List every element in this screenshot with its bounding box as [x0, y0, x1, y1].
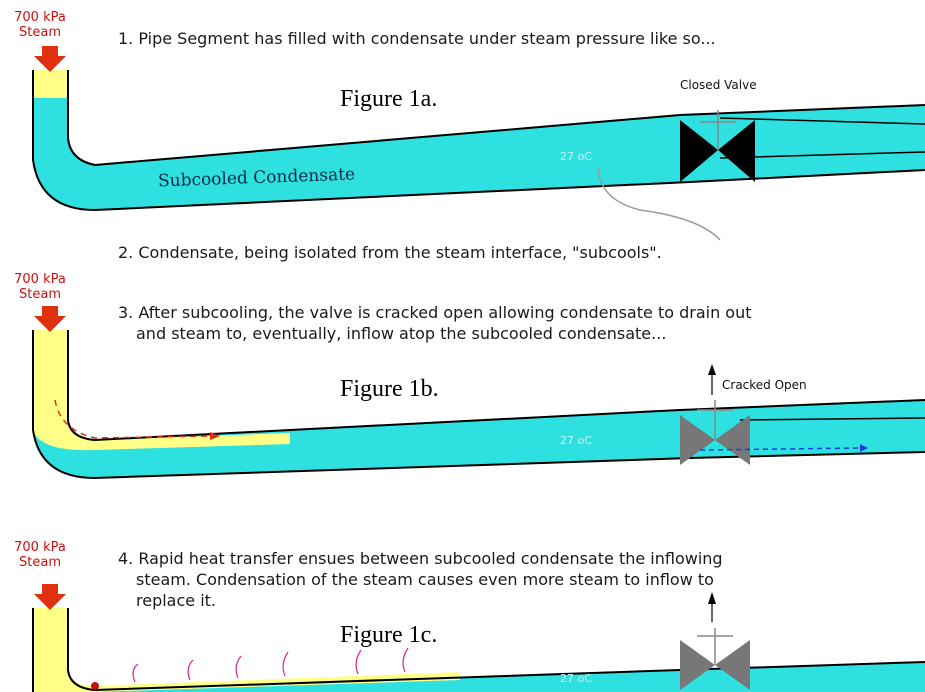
- step-4-line-2: steam. Condensation of the steam causes …: [136, 570, 714, 589]
- temperature-label-1c: 27 oC: [560, 672, 592, 685]
- closed-valve: [680, 110, 755, 182]
- step-3-line-1: 3. After subcooling, the valve is cracke…: [118, 303, 752, 322]
- steam-label-1b: 700 kPa Steam: [5, 272, 75, 302]
- condensation-marks: [132, 647, 409, 683]
- cracked-valve: [680, 364, 750, 465]
- step-4-line-3: replace it.: [136, 591, 217, 610]
- step-1-text: 1. Pipe Segment has filled with condensa…: [118, 29, 716, 48]
- closed-valve-label: Closed Valve: [680, 78, 757, 92]
- temperature-label-1b: 27 oC: [560, 434, 592, 447]
- steam-label-1c: 700 kPa Steam: [5, 540, 75, 570]
- figure-1c-caption: Figure 1c.: [340, 622, 438, 648]
- steam-label-1a: 700 kPa Steam: [5, 10, 75, 40]
- steam-arrow-1c: [42, 584, 58, 596]
- figure-1c-pipe: [32, 584, 925, 692]
- steam-text: Steam: [19, 287, 61, 302]
- steam-text: Steam: [19, 25, 61, 40]
- temperature-label-1a: 27 oC: [560, 150, 592, 163]
- step-3-line-2: and steam to, eventually, inflow atop th…: [136, 324, 667, 343]
- figure-1a-pipe: [32, 46, 925, 241]
- step-4-line-1: 4. Rapid heat transfer ensues between su…: [118, 549, 723, 568]
- steam-zone-1a: [33, 70, 68, 98]
- figure-1a-caption: Figure 1a.: [340, 86, 438, 112]
- step-2-text: 2. Condensate, being isolated from the s…: [118, 243, 662, 262]
- open-valve: [680, 592, 750, 690]
- steam-text: Steam: [19, 555, 61, 570]
- steam-arrow-1b: [42, 306, 58, 318]
- steam-arrow-1a: [42, 46, 58, 58]
- steam-pressure-text: 700 kPa: [14, 272, 66, 287]
- figure-1b-pipe: [32, 306, 925, 480]
- steam-pressure-text: 700 kPa: [14, 10, 66, 25]
- steam-zone-1b: [33, 330, 290, 451]
- figure-1b-caption: Figure 1b.: [340, 376, 439, 402]
- cracked-open-label: Cracked Open: [722, 378, 807, 392]
- steam-pressure-text: 700 kPa: [14, 540, 66, 555]
